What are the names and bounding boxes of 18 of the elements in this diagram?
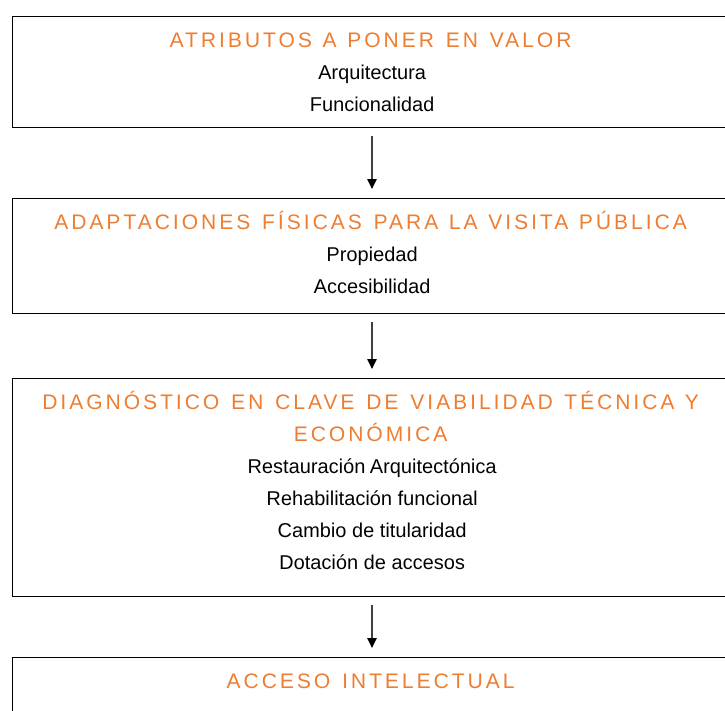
- box-item: Cambio de titularidad: [278, 519, 466, 544]
- box-item: Funcionalidad: [310, 93, 434, 118]
- box-item: Propiedad: [326, 243, 418, 268]
- arrow: [367, 136, 377, 189]
- box-heading: DIAGNÓSTICO EN CLAVE DE VIABILIDAD TÉCNICA Y ECONÓMICA: [41, 390, 703, 448]
- box-heading: ACCESO INTELECTUAL: [226, 669, 518, 695]
- box-item: Arquitectura: [318, 61, 426, 86]
- process-box: [12, 378, 725, 597]
- process-box: [12, 198, 725, 314]
- box-item: Accesibilidad: [314, 275, 430, 300]
- box-item: Rehabilitación funcional: [266, 487, 478, 512]
- box-heading: ATRIBUTOS A PONER EN VALOR: [170, 28, 574, 54]
- process-box: [12, 16, 725, 128]
- box-heading: ADAPTACIONES FÍSICAS PARA LA VISITA PÚBLICA: [54, 210, 690, 236]
- box-item: Restauración Arquitectónica: [247, 455, 497, 480]
- arrow: [367, 605, 377, 648]
- box-item: Dotación de accesos: [279, 551, 465, 576]
- arrow: [367, 322, 377, 369]
